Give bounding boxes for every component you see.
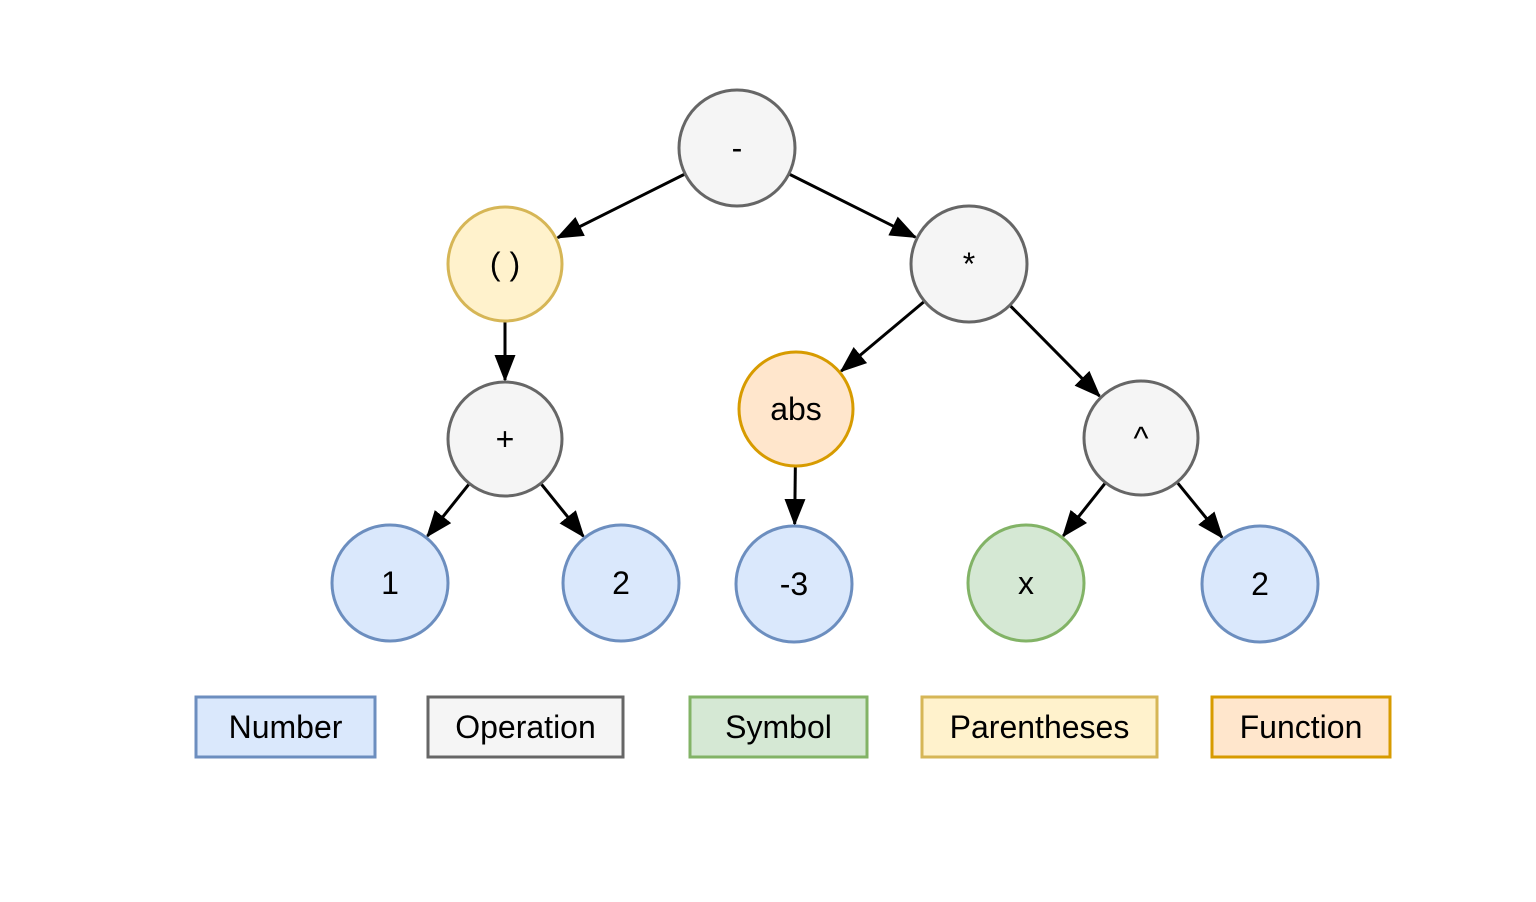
legend-swatch-box [920, 695, 1159, 759]
legend-label: Number [229, 709, 343, 745]
legend-swatch-box [1210, 695, 1392, 759]
node-label: x [1018, 565, 1034, 601]
edge-minus-to-parens [555, 173, 685, 239]
legend-label: Parentheses [950, 709, 1130, 745]
node-label: abs [770, 391, 822, 427]
edges-layer [426, 173, 1224, 540]
legend-item-symbol: Symbol [688, 695, 869, 759]
tree-node-plus: + [446, 380, 564, 498]
symbol-node-circle [966, 523, 1086, 643]
node-label: ^ [1133, 420, 1148, 456]
legend-item-number: Number [194, 695, 377, 759]
node-label: 2 [1251, 566, 1269, 602]
operation-node-circle [446, 380, 564, 498]
nodes-layer: - ( ) * + abs ^ 1 2 -3 x 2 [330, 88, 1320, 644]
legend-item-operation: Operation [426, 695, 625, 759]
legend-item-function: Function [1210, 695, 1392, 759]
number-node-circle [734, 524, 854, 644]
node-label: - [732, 130, 743, 166]
tree-node-times: * [909, 204, 1029, 324]
node-label: -3 [780, 566, 808, 602]
legend-swatch-box [194, 695, 377, 759]
legend-label: Symbol [725, 709, 832, 745]
tree-node-one: 1 [330, 523, 450, 643]
operation-node-circle [677, 88, 797, 208]
edge-times-to-pow [1009, 304, 1101, 398]
node-label: 1 [381, 565, 399, 601]
legend-item-parentheses: Parentheses [920, 695, 1159, 759]
node-label: + [496, 421, 515, 457]
legend: Number Operation Symbol Parentheses Function [194, 695, 1392, 759]
tree-node-parens: ( ) [446, 205, 564, 323]
edge-pow-to-x-symbol [1062, 482, 1107, 538]
edge-pow-to-two-right [1176, 482, 1224, 540]
number-node-circle [330, 523, 450, 643]
edge-abs-to-neg-three [784, 466, 806, 527]
legend-swatch-box [426, 695, 625, 759]
legend-label: Operation [455, 709, 596, 745]
edge-plus-to-two-left [540, 483, 585, 538]
edge-plus-to-one [426, 483, 470, 538]
number-node-circle [561, 523, 681, 643]
tree-node-two-left: 2 [561, 523, 681, 643]
node-label: 2 [612, 565, 630, 601]
edge-times-to-abs [839, 300, 925, 373]
tree-node-abs: abs [737, 350, 855, 468]
legend-swatch-box [688, 695, 869, 759]
edge-minus-to-times [789, 173, 918, 239]
tree-node-x-symbol: x [966, 523, 1086, 643]
tree-node-two-right: 2 [1200, 524, 1320, 644]
node-label: * [963, 246, 975, 282]
parentheses-node-circle [446, 205, 564, 323]
function-node-circle [737, 350, 855, 468]
node-label: ( ) [490, 246, 520, 282]
number-node-circle [1200, 524, 1320, 644]
tree-node-pow: ^ [1082, 379, 1200, 497]
tree-node-minus: - [677, 88, 797, 208]
operation-node-circle [1082, 379, 1200, 497]
operation-node-circle [909, 204, 1029, 324]
tree-node-neg-three: -3 [734, 524, 854, 644]
legend-label: Function [1240, 709, 1363, 745]
